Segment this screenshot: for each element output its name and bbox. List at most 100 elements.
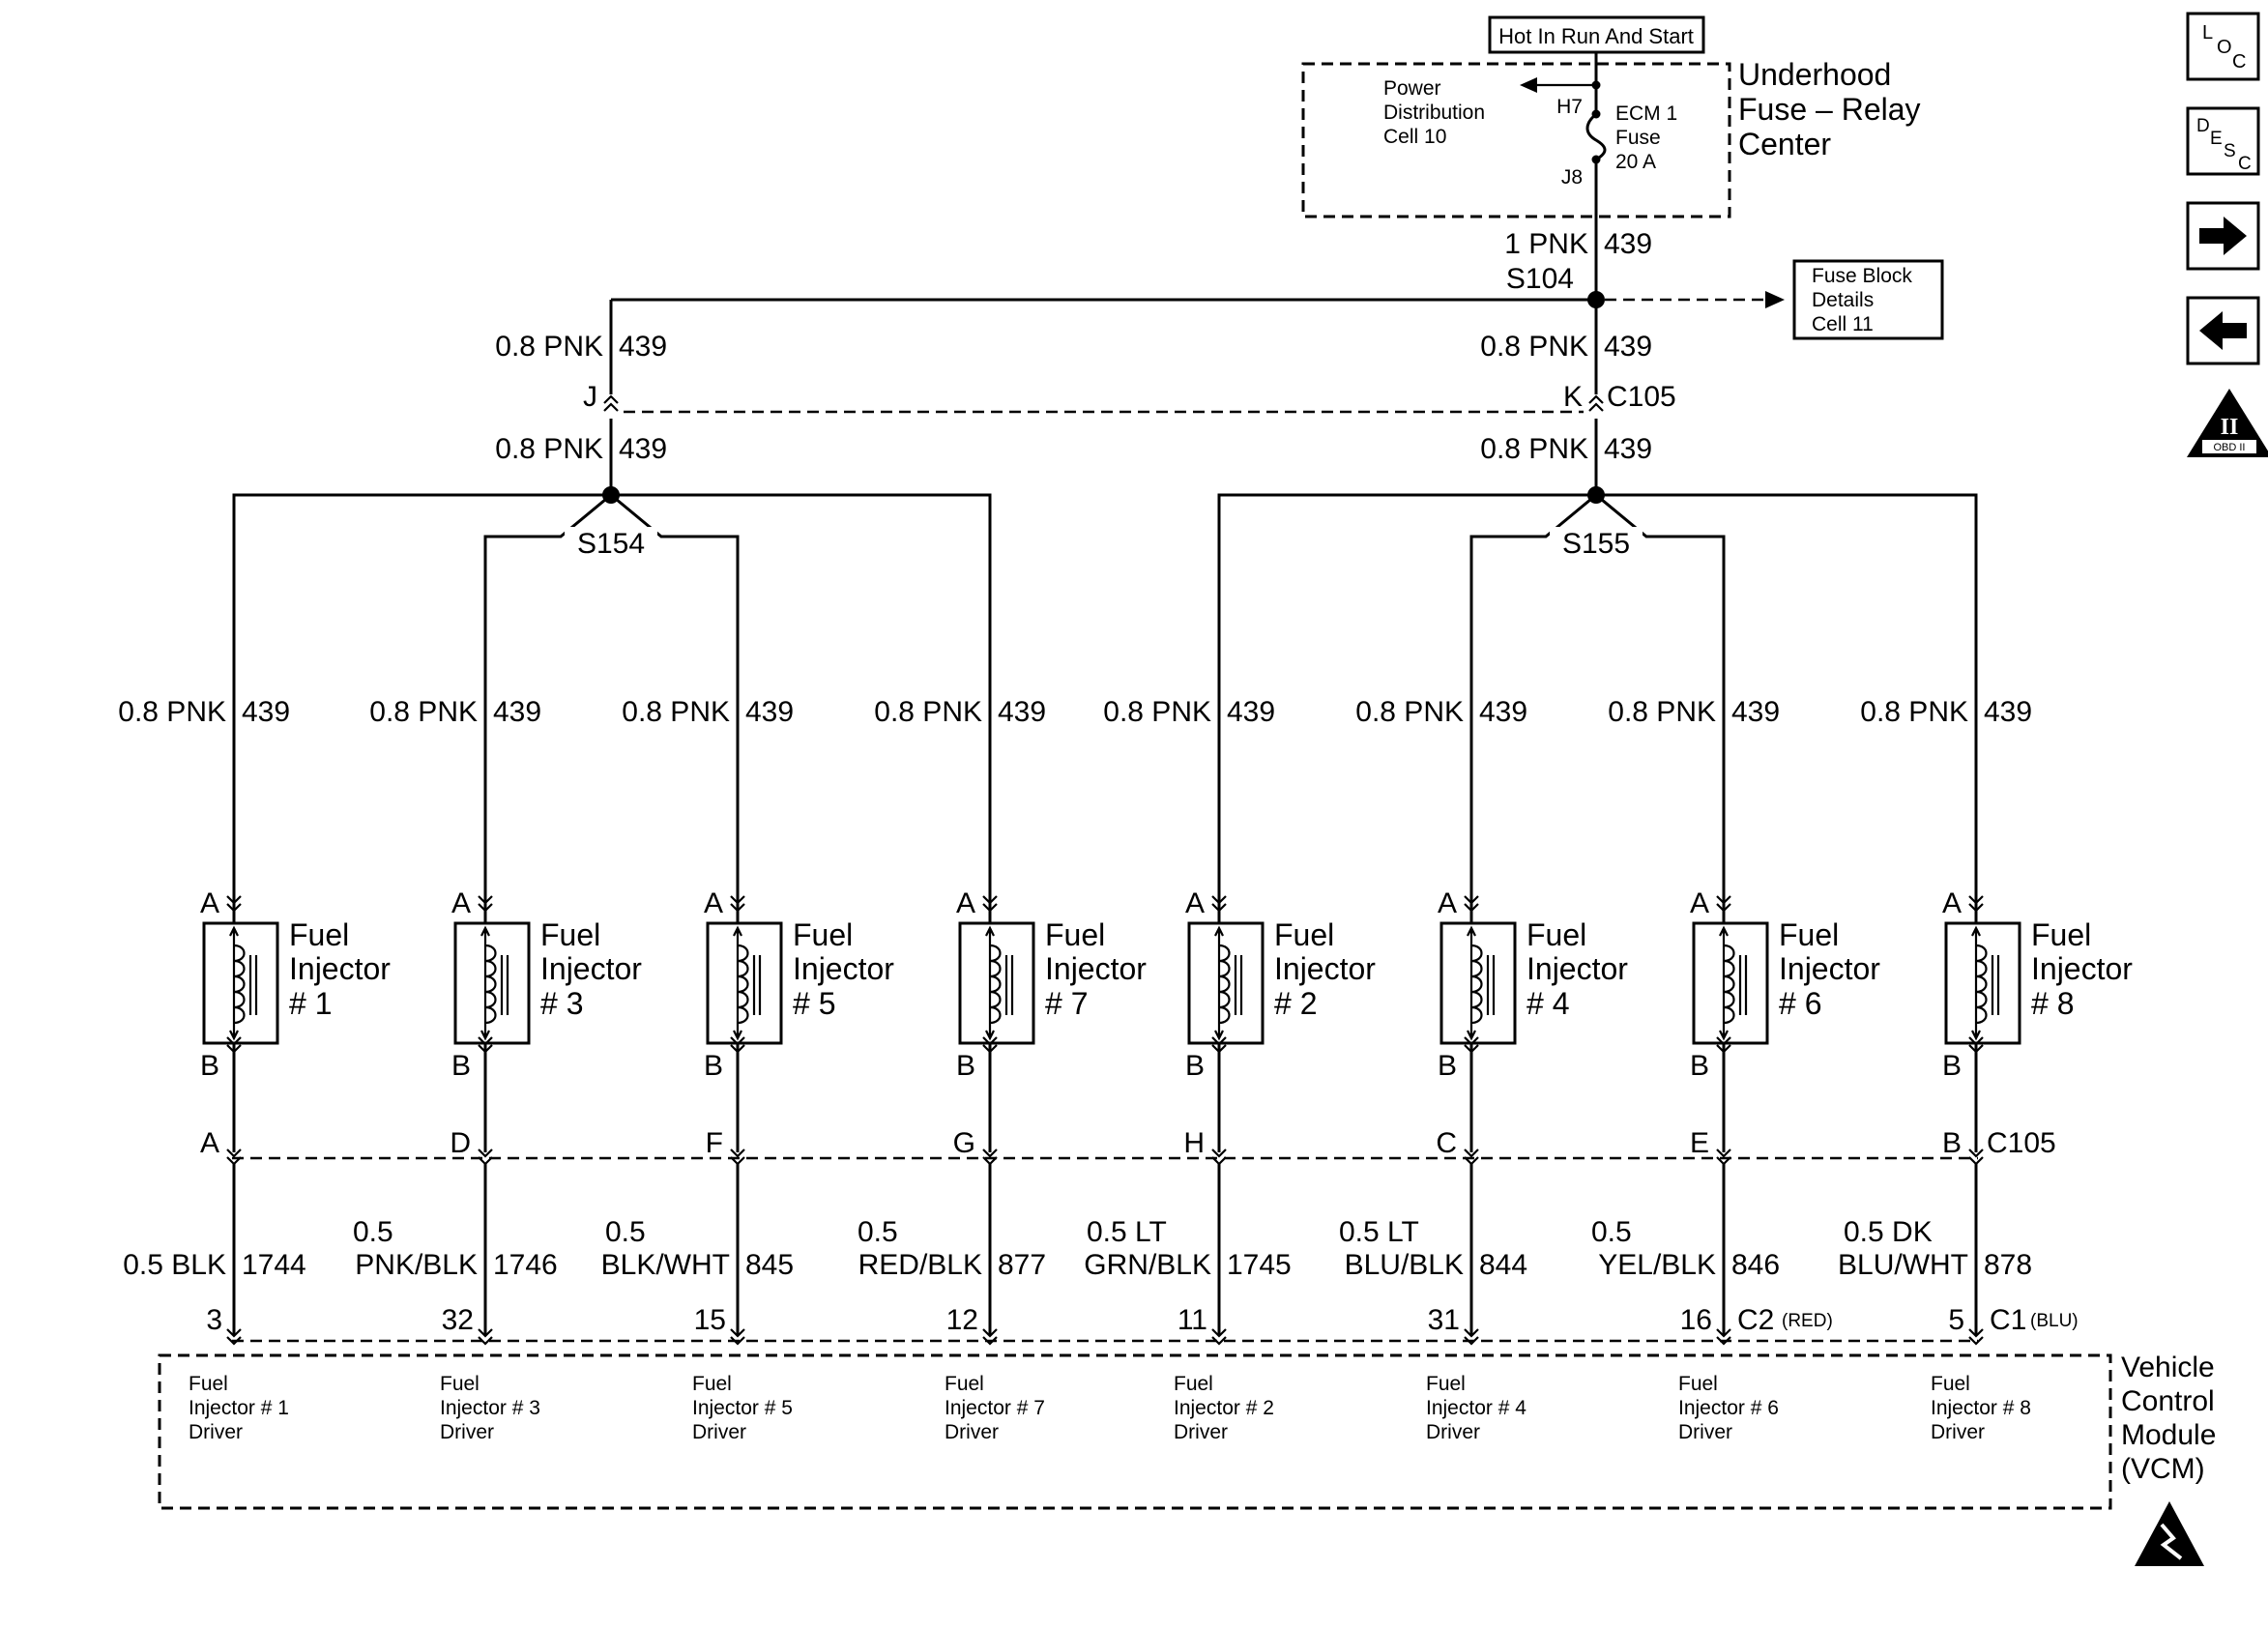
c105-lower-label: C105 — [1987, 1127, 2056, 1159]
fuse-rating: 20 A — [1615, 151, 1656, 173]
injector-3-c105-pin: F — [706, 1127, 723, 1159]
arrow-left-icon — [2199, 311, 2247, 350]
injector-4-pin-a: A — [956, 887, 975, 919]
injector-5-driver-label-2: Injector # 2 — [1174, 1397, 1274, 1419]
injector-7-driver-label-3: Driver — [1678, 1421, 1732, 1443]
injector-3-driver-wire-color: BLK/WHT — [601, 1249, 730, 1281]
arrow-right-icon — [2199, 217, 2247, 255]
splice-s155-label: S155 — [1562, 528, 1630, 560]
injector-5-pin-a: A — [1185, 887, 1205, 919]
injector-3-driver-label-1: Fuel — [692, 1373, 732, 1395]
desc-button[interactable]: D E S C — [2186, 106, 2260, 176]
injector-3-supply-circuit: 439 — [745, 696, 794, 728]
injector-5-vcm-connector-icon — [1211, 1328, 1227, 1346]
splice-s155-inner-branch — [1469, 493, 1726, 911]
injector-6-driver-circuit: 844 — [1479, 1249, 1527, 1281]
splice-s154-label: S154 — [577, 528, 645, 560]
injector-8-driver-wire-gauge: 0.5 DK — [1844, 1216, 1933, 1248]
c105-upper-label: C105 — [1607, 381, 1676, 413]
injector-6-vcm-connector-icon — [1464, 1328, 1479, 1346]
injector-4-driver-label-2: Injector # 7 — [945, 1397, 1045, 1419]
wire-gauge-mid-j: 0.8 PNK — [495, 433, 603, 465]
injector-8-pin-b: B — [1942, 1050, 1962, 1082]
injector-2-vcm-pin: 32 — [442, 1304, 474, 1336]
injector-1-driver-label-2: Injector # 1 — [189, 1397, 289, 1419]
injector-7-vcm-connector-icon — [1716, 1328, 1731, 1346]
next-page-button[interactable] — [2186, 201, 2260, 271]
wire-gauge-upper-k: 0.8 PNK — [1480, 331, 1588, 363]
injector-7-supply-circuit: 439 — [1731, 696, 1780, 728]
injector-5-label-3: # 2 — [1274, 986, 1317, 1021]
svg-text:O: O — [2217, 37, 2232, 58]
injector-8-vcm-pin: 5 — [1948, 1304, 1964, 1336]
injector-1-vcm-connector-icon — [226, 1328, 242, 1346]
injector-3-vcm-connector-icon — [730, 1328, 745, 1346]
wire-gauge-mid-k: 0.8 PNK — [1480, 433, 1588, 465]
injector-4-driver-label-1: Fuel — [945, 1373, 984, 1395]
injector-4-label-3: # 7 — [1045, 986, 1088, 1021]
injector-2-driver-wire-color: PNK/BLK — [355, 1249, 478, 1281]
svg-text:C: C — [2238, 154, 2252, 174]
injector-4-c105-pin: G — [953, 1127, 975, 1159]
injector-6-supply-gauge: 0.8 PNK — [1355, 696, 1464, 728]
injector-2-label-3: # 3 — [540, 986, 583, 1021]
injector-8-supply-circuit: 439 — [1984, 696, 2032, 728]
injector-2-driver-wire-gauge: 0.5 — [353, 1216, 393, 1248]
wire-circuit-mid-k: 439 — [1604, 433, 1652, 465]
injector-8-label-3: # 8 — [2031, 986, 2074, 1021]
loc-button[interactable]: L O C — [2186, 12, 2260, 81]
injector-3-driver-label-3: Driver — [692, 1421, 746, 1443]
injector-3-label-3: # 5 — [793, 986, 835, 1021]
injector-8-driver-label-2: Injector # 8 — [1931, 1397, 2031, 1419]
injector-1-pin-b: B — [200, 1050, 219, 1082]
injector-6-label-1: Fuel — [1527, 917, 1586, 952]
svg-text:II: II — [2221, 415, 2239, 440]
injector-6-driver-label-3: Driver — [1426, 1421, 1480, 1443]
injector-8-driver-label-1: Fuel — [1931, 1373, 1970, 1395]
injector-5-supply-circuit: 439 — [1227, 696, 1275, 728]
injector-2-pin-b: B — [451, 1050, 471, 1082]
underhood-fuse-relay-center-box — [1301, 62, 1731, 218]
fuse-block-cell: Cell 11 — [1812, 313, 1874, 335]
injector-6-label-2: Injector — [1527, 951, 1628, 986]
injector-8-vcm-connector-icon — [1968, 1328, 1984, 1346]
injector-2-driver-circuit: 1746 — [493, 1249, 558, 1281]
power-distribution-label: Power — [1383, 77, 1441, 100]
injector-1-label-1: Fuel — [289, 917, 349, 952]
injector-4-vcm-pin: 12 — [946, 1304, 978, 1336]
injector-4-driver-wire-gauge: 0.5 — [858, 1216, 898, 1248]
injector-7-vcm-pin: 16 — [1680, 1304, 1712, 1336]
arrow-right-icon — [1765, 291, 1785, 308]
injector-6-driver-wire-color: BLU/BLK — [1345, 1249, 1464, 1281]
injector-2-driver-label-2: Injector # 3 — [440, 1397, 540, 1419]
injector-2-pin-a: A — [451, 887, 471, 919]
injector-2-label-1: Fuel — [540, 917, 600, 952]
injector-8-body — [1944, 921, 2021, 1045]
svg-text:C: C — [2232, 51, 2246, 73]
fuse-relay-label: Fuse – Relay — [1738, 92, 1921, 127]
c105-pin-k: K — [1563, 381, 1583, 413]
previous-page-button[interactable] — [2186, 296, 2260, 365]
injector-1-driver-circuit: 1744 — [242, 1249, 306, 1281]
vcm-label-2: Control — [2121, 1385, 2215, 1417]
injector-5-body — [1187, 921, 1265, 1045]
injector-2-supply-gauge: 0.8 PNK — [369, 696, 478, 728]
injector-5-driver-label-3: Driver — [1174, 1421, 1228, 1443]
svg-text:OBD II: OBD II — [2213, 442, 2245, 453]
injector-7-body — [1692, 921, 1769, 1045]
injector-7-driver-label-1: Fuel — [1678, 1373, 1718, 1395]
injector-4-driver-wire-color: RED/BLK — [858, 1249, 982, 1281]
injector-7-driver-wire-color: YEL/BLK — [1598, 1249, 1716, 1281]
obd-ii-icon: II OBD II — [2187, 389, 2268, 457]
injector-6-driver-label-2: Injector # 4 — [1426, 1397, 1527, 1419]
injector-1-vcm-pin: 3 — [206, 1304, 222, 1336]
injector-1-body — [202, 921, 279, 1045]
injector-2-body — [453, 921, 531, 1045]
injector-7-c105-pin: E — [1690, 1127, 1709, 1159]
fuse-ecm1: ECM 1 — [1615, 102, 1677, 125]
injector-1-pin-b-connector-icon — [226, 1036, 242, 1054]
injector-8-c105-pin: B — [1942, 1127, 1962, 1159]
power-distribution-cell: Cell 10 — [1383, 126, 1446, 148]
pin-j8: J8 — [1561, 166, 1583, 189]
vcm-label-1: Vehicle — [2121, 1352, 2215, 1383]
